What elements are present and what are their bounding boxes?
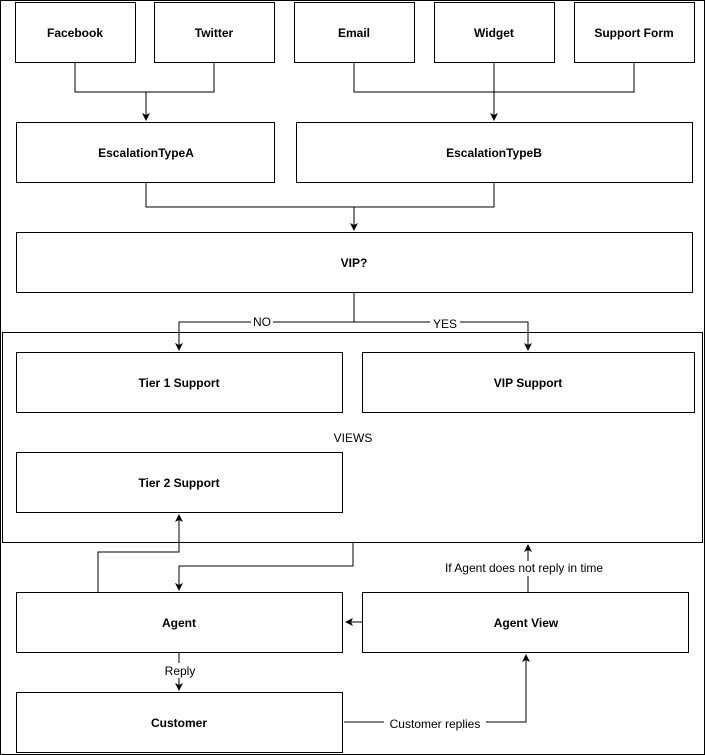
edge-views-to-agent — [175, 542, 354, 591]
node-tier2-support: Tier 2 Support — [16, 452, 343, 513]
node-email-label: Email — [338, 26, 370, 40]
views-group-label: VIEWS — [334, 431, 373, 445]
edge-label-no-reply-in-time: If Agent does not reply in time — [445, 561, 603, 575]
node-escalation-type-a-label: EscalationTypeA — [98, 146, 194, 160]
edge-vip-yes-to-vip-support — [354, 321, 532, 351]
edge-escalation-a-to-vip — [145, 182, 358, 231]
node-agent-view: Agent View — [362, 592, 689, 653]
edge-label-no: NO — [253, 315, 271, 329]
node-tier1-support-label: Tier 1 Support — [138, 376, 219, 390]
node-vip-decision: VIP? — [16, 232, 693, 293]
node-escalation-type-a: EscalationTypeA — [16, 122, 275, 183]
edge-label-yes: YES — [433, 317, 457, 331]
node-twitter-label: Twitter — [195, 26, 234, 40]
node-agent: Agent — [16, 592, 343, 653]
edge-support-form-to-escalation-b — [494, 62, 635, 93]
node-support-form-label: Support Form — [594, 26, 673, 40]
node-widget: Widget — [434, 2, 555, 63]
node-facebook: Facebook — [15, 2, 136, 63]
node-escalation-type-b-label: EscalationTypeB — [446, 146, 542, 160]
edge-email-to-escalation-b — [353, 62, 498, 121]
node-twitter: Twitter — [154, 2, 275, 63]
node-vip-support-label: VIP Support — [494, 376, 562, 390]
node-agent-label: Agent — [162, 616, 196, 630]
node-vip-support: VIP Support — [362, 352, 695, 413]
edge-label-reply: Reply — [165, 664, 196, 678]
edge-label-customer-replies: Customer replies — [390, 717, 481, 731]
node-customer-label: Customer — [151, 716, 207, 730]
node-customer: Customer — [16, 692, 343, 753]
edge-facebook-to-escalation-a — [74, 62, 150, 121]
node-agent-view-label: Agent View — [494, 616, 559, 630]
node-widget-label: Widget — [474, 26, 514, 40]
node-email: Email — [294, 2, 415, 63]
edge-twitter-to-escalation-a — [146, 62, 215, 93]
node-tier1-support: Tier 1 Support — [16, 352, 343, 413]
edge-escalation-b-to-vip — [354, 182, 495, 208]
node-tier2-support-label: Tier 2 Support — [138, 476, 219, 490]
edge-agent-to-tier2 — [97, 514, 183, 592]
node-facebook-label: Facebook — [47, 26, 103, 40]
node-escalation-type-b: EscalationTypeB — [296, 122, 693, 183]
edge-customer-replies-to-agent-view — [344, 654, 530, 723]
node-vip-decision-label: VIP? — [341, 256, 368, 270]
edge-labels: NO YES Reply Customer replies If Agent d… — [161, 315, 612, 731]
node-support-form: Support Form — [574, 2, 695, 63]
